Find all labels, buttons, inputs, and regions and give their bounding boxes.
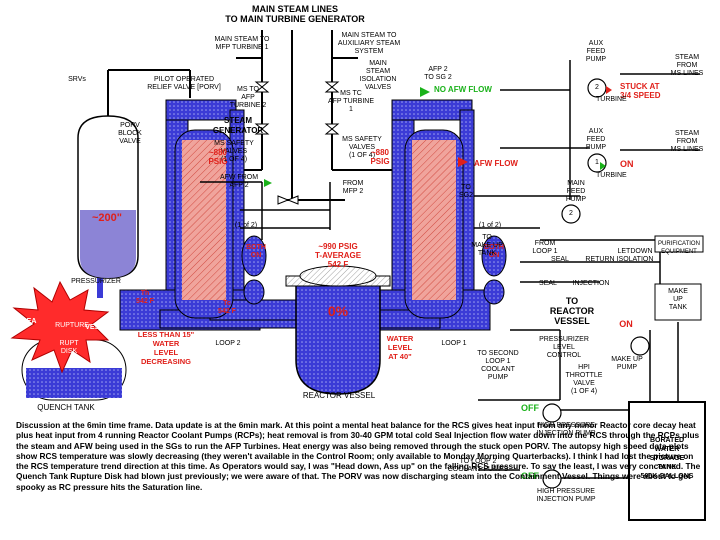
label-afw-flow: AFW FLOW bbox=[474, 159, 518, 168]
label-tc: Tc 542 F bbox=[218, 300, 236, 315]
label-steam-from-ms-top: STEAM FROM MS LINES bbox=[670, 54, 704, 77]
label-from-mfp2: FROM MFP 2 bbox=[342, 180, 364, 195]
label-water-level-40: WATER LEVEL AT 40" bbox=[386, 334, 414, 361]
label-pzr-level-control: PRESSURIZER LEVEL CONTROL bbox=[539, 336, 589, 359]
narrative-text: Discussion at the 6min time frame. Data … bbox=[16, 420, 701, 492]
label-ms-to-mfp1: MAIN STEAM TO MFP TURBINE 1 bbox=[214, 36, 270, 51]
label-to-loop2: TO LOOP 2 COOLANT PUMPS bbox=[447, 458, 509, 473]
label-ms-safety-right: MS SAFETY VALVES (1 OF 4) bbox=[342, 136, 382, 159]
label-loop1: LOOP 1 bbox=[441, 340, 467, 347]
label-off-1: OFF bbox=[521, 403, 539, 413]
label-less-than-15: LESS THAN 15" WATER LEVEL DECREASING bbox=[137, 330, 195, 366]
label-ms-to-afp2: MS TO AFP TURBINE 2 bbox=[229, 86, 267, 109]
label-seal-injection: SEAL bbox=[539, 280, 557, 287]
pump-symbols bbox=[542, 78, 650, 489]
label-ms-safety-left: MS SAFETY VALVES (1 OF 4) bbox=[214, 140, 254, 163]
label-hpi-throttle: HPI THROTTLE VALVE (1 OF 4) bbox=[565, 364, 603, 395]
label-hpi-pump-2: HIGH PRESSURE INJECTION PUMP bbox=[536, 488, 596, 503]
label-aux-feed-pump-mid: AUX FEED PUMP bbox=[585, 128, 607, 151]
label-porv: PILOT OPERATED RELIEF VALVE [PORV] bbox=[147, 76, 221, 91]
label-pump-2-aux: 2 bbox=[595, 84, 599, 91]
label-aux-feed-pump-top: AUX FEED PUMP bbox=[585, 40, 607, 63]
label-one-of-two-right: (1 of 2) bbox=[478, 222, 502, 229]
rupture-burst-icon bbox=[10, 280, 110, 374]
label-afw-from-afp2: AFW FROM AFP 2 bbox=[219, 174, 259, 189]
label-rupt-disk: RUPT DISK bbox=[59, 340, 79, 355]
label-hpi-pump-1: HIGH PRESSURE INJECTION PUMP bbox=[536, 422, 596, 437]
label-quench-tank: QUENCH TANK bbox=[37, 403, 95, 412]
steam-generator-2 bbox=[174, 129, 234, 319]
label-pump-1-aux: 1 bbox=[595, 159, 599, 166]
label-steam-from-ms-mid: STEAM FROM MS LINES bbox=[670, 130, 704, 153]
label-pressurizer: PRESSURIZER bbox=[71, 278, 121, 285]
label-bwst: BORATED WATER STORAGE TANK 500K GALLONS bbox=[640, 437, 694, 480]
label-main-feed-pump: MAIN FEED PUMP bbox=[565, 180, 587, 203]
label-srvs: SRVs bbox=[68, 76, 86, 83]
label-loop2: LOOP 2 bbox=[215, 340, 241, 347]
label-ms-isolation: MAIN STEAM ISOLATION VALVES bbox=[359, 60, 397, 91]
reactor-vessel bbox=[285, 265, 391, 395]
label-make-up-pump: MAKE UP PUMP bbox=[611, 356, 643, 371]
label-stuck-at: STUCK AT 3/4 SPEED bbox=[620, 82, 661, 100]
label-turbine-b: TURBINE bbox=[596, 172, 627, 179]
label-seal-return: SEAL bbox=[551, 256, 569, 263]
label-zero-pct: 0% bbox=[327, 303, 349, 319]
label-afp2-to-sg2: AFP 2 TO SG 2 bbox=[424, 66, 452, 81]
steam-valves bbox=[254, 81, 340, 205]
label-purification: PURIFICATION EQUIPMENT bbox=[658, 241, 700, 255]
label-level-200: ~200" bbox=[92, 212, 122, 224]
label-rupture: RUPTURE bbox=[55, 322, 89, 329]
flow-arrows bbox=[264, 86, 612, 187]
label-th: Th 542 F bbox=[136, 290, 154, 305]
label-off-2: OFF bbox=[521, 471, 539, 481]
label-psig-left: ~880 PSIG bbox=[208, 148, 228, 166]
diagram-title: MAIN STEAM LINES TO MAIN TURBINE GENERAT… bbox=[225, 4, 365, 24]
label-reactor-vessel: REACTOR VESSEL bbox=[302, 391, 376, 400]
label-psig-right: ~880 PSIG bbox=[370, 148, 390, 166]
label-letdown-isolation: LETDOWN ISOLATION bbox=[616, 248, 654, 263]
label-return: RETURN bbox=[585, 256, 615, 263]
label-on-makeup: ON bbox=[619, 319, 633, 329]
label-vessel-cut: VESSEL bbox=[85, 324, 113, 331]
label-porv-block: PORV BLOCK VALVE bbox=[118, 122, 142, 145]
pressurizer bbox=[77, 69, 191, 298]
label-tavg: ~990 PSIG T-AVERAGE 542 F bbox=[314, 242, 362, 269]
label-steam-generator: STEAM GENERATOR bbox=[212, 116, 264, 135]
label-on-aux: ON bbox=[620, 159, 634, 169]
label-both-on-right: BOTH ON bbox=[484, 244, 504, 259]
coolant-pumps bbox=[241, 235, 507, 305]
makeup-tank bbox=[654, 283, 702, 321]
label-to-sg2: TO SG2 bbox=[458, 184, 473, 199]
purification-box bbox=[654, 235, 704, 253]
bwst-tank bbox=[628, 401, 706, 521]
label-ms-to-afp1: MS TC AFP TURBINE 1 bbox=[327, 90, 375, 113]
label-from-loop1: FROM LOOP 1 bbox=[532, 240, 558, 255]
label-pump-2-main: 2 bbox=[569, 210, 573, 217]
label-to-makeup-tank: TO MAKE UP TANK bbox=[471, 234, 503, 257]
label-injection: INJECTION bbox=[572, 280, 610, 287]
label-to-reactor-vessel: TO REACTOR VESSEL bbox=[549, 296, 595, 326]
steam-generator-1 bbox=[404, 129, 464, 319]
label-both-on-left: BOTH ON bbox=[246, 244, 266, 259]
label-rea-cut: REA bbox=[21, 318, 37, 325]
label-turbine-a: TURBINE bbox=[596, 96, 627, 103]
label-to-second-loop1: TO SECOND LOOP 1 COOLANT PUMP bbox=[477, 350, 519, 381]
label-makeup-tank: MAKE UP TANK bbox=[668, 288, 688, 311]
label-one-of-two-left: (1 of 2) bbox=[234, 222, 258, 229]
label-no-afw-flow: NO AFW FLOW bbox=[434, 85, 492, 94]
quench-tank bbox=[21, 339, 127, 401]
label-ms-to-aux: MAIN STEAM TO AUXILIARY STEAM SYSTEM bbox=[337, 32, 401, 55]
